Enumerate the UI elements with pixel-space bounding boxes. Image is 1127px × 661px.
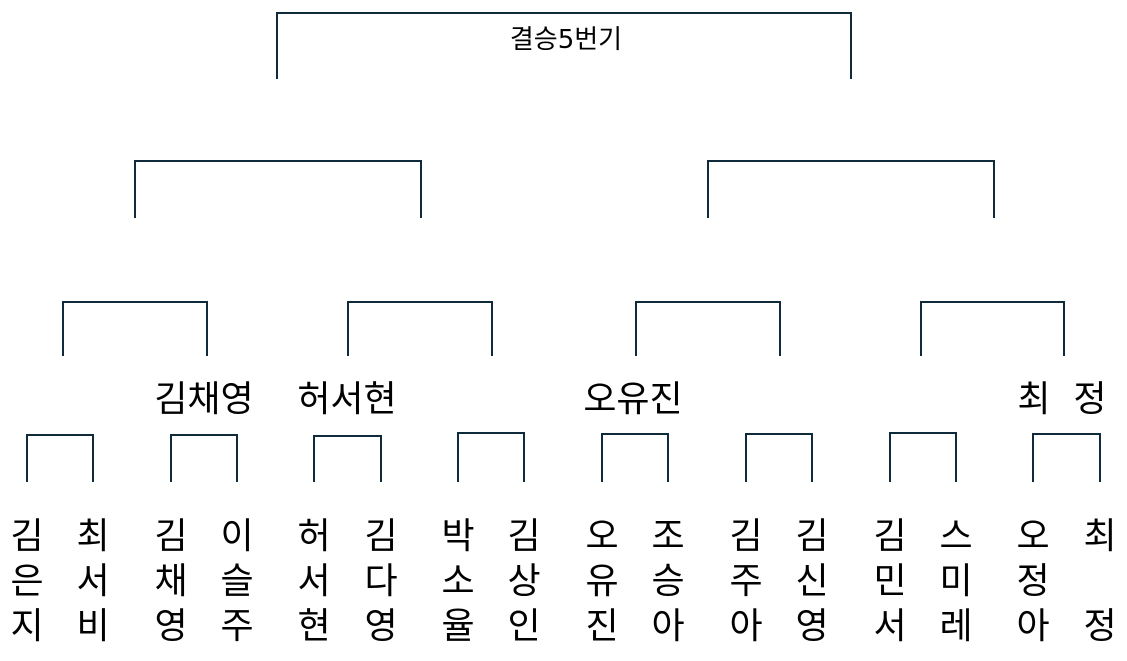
player-name-char: 김 xyxy=(364,516,398,557)
player-name-char: 김 xyxy=(507,516,541,557)
player-name-char: 박 xyxy=(441,516,475,557)
player-name-char: 민 xyxy=(873,561,907,602)
player-name-char: 스 xyxy=(939,516,973,557)
player-name-char: 정 xyxy=(1083,606,1117,647)
final-title: 결승5번기 xyxy=(509,25,623,55)
round16-bracket-line-3 xyxy=(313,435,382,482)
player-name-char: 영 xyxy=(154,606,188,647)
player-name-char: 아 xyxy=(1016,606,1050,647)
player-name-char: 유 xyxy=(585,561,619,602)
player-name-char: 오 xyxy=(1016,516,1050,557)
player-name-char: 승 xyxy=(651,561,685,602)
player-name-char: 정 xyxy=(1016,561,1050,602)
round16-bracket-line-6 xyxy=(745,433,813,482)
quarterfinal-winner-2: 허서현 xyxy=(297,379,397,420)
quarterfinal-bracket-line-3 xyxy=(635,301,781,356)
player-name-char: 채 xyxy=(154,561,188,602)
player-name-char: 주 xyxy=(220,606,254,647)
quarterfinal-winner-4: 최 정 xyxy=(1017,379,1107,420)
player-name-char: 비 xyxy=(76,606,110,647)
player-name-char: 김 xyxy=(873,516,907,557)
player-name-char: 현 xyxy=(297,606,331,647)
player-name-char: 서 xyxy=(76,561,110,602)
semifinal-bracket-line-1 xyxy=(134,160,422,218)
player-name-char: 영 xyxy=(364,606,398,647)
player-name-char: 진 xyxy=(585,606,619,647)
quarterfinal-winner-1: 김채영 xyxy=(154,379,254,420)
player-name-char: 아 xyxy=(651,606,685,647)
quarterfinal-bracket-line-2 xyxy=(347,301,493,356)
player-name-char: 조 xyxy=(651,516,685,557)
player-name-char: 미 xyxy=(939,561,973,602)
player-name-char: 지 xyxy=(10,606,44,647)
round16-bracket-line-5 xyxy=(601,433,669,482)
player-name-char: 서 xyxy=(873,606,907,647)
quarterfinal-bracket-line-1 xyxy=(62,301,208,356)
player-name-char: 영 xyxy=(795,606,829,647)
player-name-char: 김 xyxy=(10,516,44,557)
round16-bracket-line-8 xyxy=(1032,433,1101,482)
player-name-char: 신 xyxy=(795,561,829,602)
final-bracket-line xyxy=(276,12,852,79)
player-name-char: 김 xyxy=(729,516,763,557)
player-name-char: 김 xyxy=(795,516,829,557)
player-name-char: 레 xyxy=(939,606,973,647)
player-name-char: 오 xyxy=(585,516,619,557)
semifinal-bracket-line-2 xyxy=(707,160,995,218)
quarterfinal-winner-3: 오유진 xyxy=(583,379,683,420)
player-name-char: 다 xyxy=(364,561,398,602)
player-name-char: 최 xyxy=(76,516,110,557)
player-name-char: 상 xyxy=(507,561,541,602)
player-name-char: 아 xyxy=(729,606,763,647)
player-name-char: 슬 xyxy=(220,561,254,602)
player-name-char: 허 xyxy=(297,516,331,557)
player-name-char: 주 xyxy=(729,561,763,602)
player-name-char: 최 xyxy=(1083,516,1117,557)
player-name-char: 율 xyxy=(441,606,475,647)
player-name-char: 서 xyxy=(297,561,331,602)
round16-bracket-line-7 xyxy=(889,432,957,482)
player-name-char: 김 xyxy=(154,516,188,557)
player-name-char: 이 xyxy=(220,516,254,557)
round16-bracket-line-1 xyxy=(26,434,94,482)
round16-bracket-line-4 xyxy=(457,432,525,482)
player-name-char: 인 xyxy=(507,606,541,647)
quarterfinal-bracket-line-4 xyxy=(920,301,1065,356)
player-name-char: 소 xyxy=(441,561,475,602)
player-name-char: 은 xyxy=(10,561,44,602)
round16-bracket-line-2 xyxy=(170,434,238,482)
